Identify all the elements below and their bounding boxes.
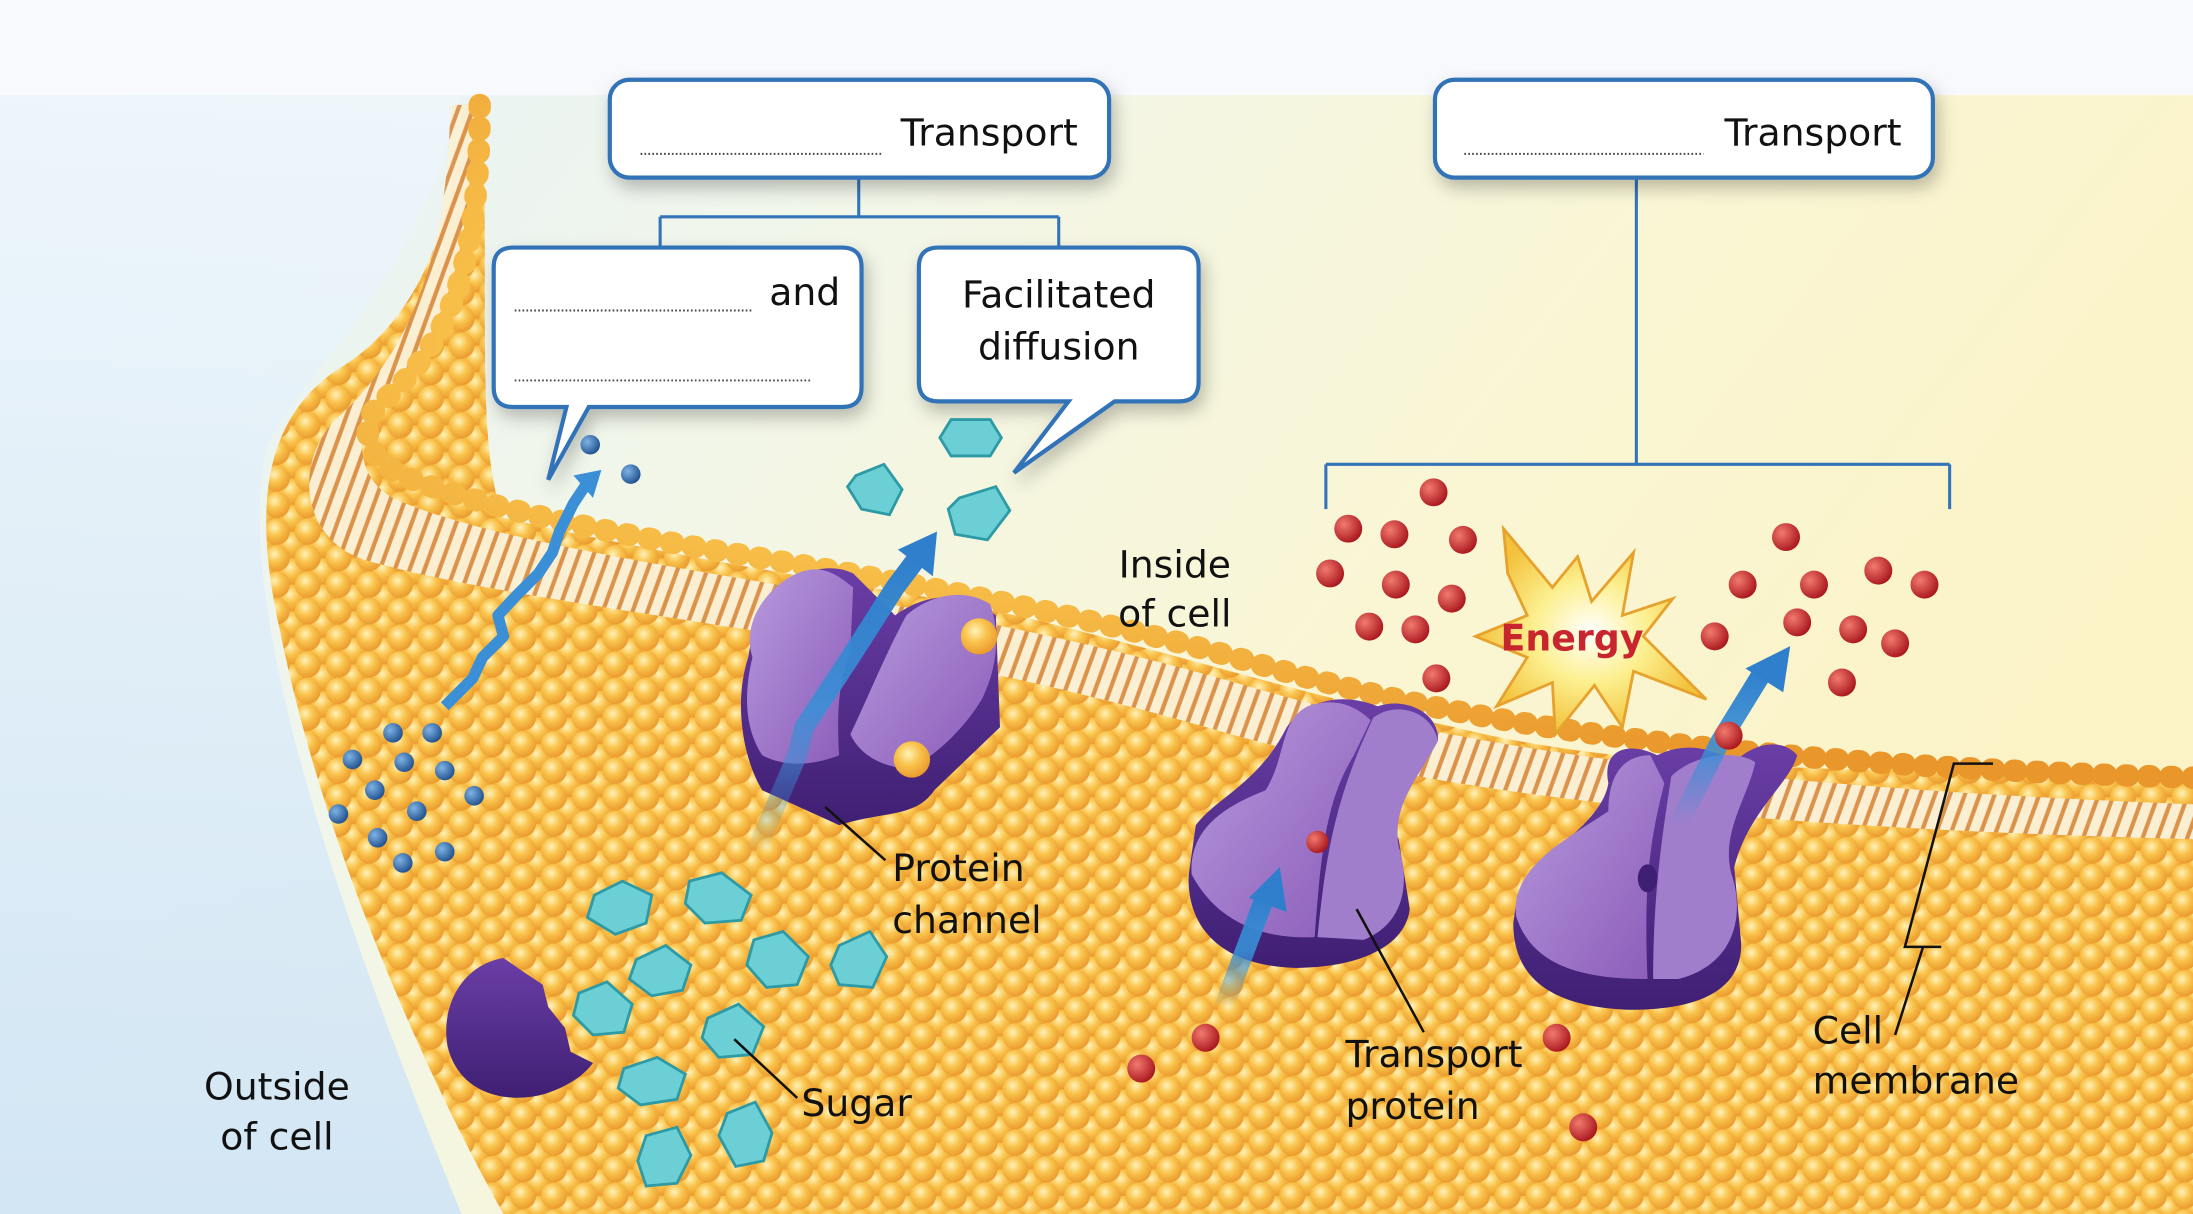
cell-membrane-bracket	[1893, 762, 1994, 1036]
label-cell-membrane: Cell membrane	[1813, 1008, 2020, 1102]
bilayer-top-heads	[356, 93, 2193, 789]
label-transport-protein-line-1: Transport	[1344, 1032, 1522, 1076]
transport-protein-1	[1188, 699, 1438, 968]
transport-arrow-2-head	[1745, 646, 1791, 693]
leader-transport-protein	[1355, 908, 1425, 1033]
small-molecules-inside	[580, 434, 641, 484]
passive-transport-title: Transport	[900, 110, 1078, 154]
bilayer-tail-band	[309, 104, 2193, 840]
small-molecules-outside	[328, 723, 484, 873]
ions-inside-left	[1316, 478, 1477, 693]
facilitated-diffusion-bubble	[916, 245, 1201, 475]
label-protein-channel: Protein channel	[892, 846, 1041, 942]
background-outside-region	[0, 95, 462, 1214]
label-transport-protein: Transport protein	[1344, 1032, 1522, 1128]
label-cell-membrane-line-2: membrane	[1813, 1059, 2020, 1103]
energy-label: Energy	[1501, 616, 1644, 659]
label-sugar: Sugar	[801, 1081, 912, 1125]
connector-active-tree	[1324, 179, 1952, 510]
label-outside-line-2: of cell	[220, 1115, 333, 1159]
diffusion-arrow-head	[573, 469, 602, 498]
label-inside-of-cell: Inside of cell	[1118, 543, 1231, 636]
ion-in-transit	[1714, 721, 1743, 750]
label-cell-membrane-line-1: Cell	[1813, 1008, 1884, 1052]
ions-inside-right	[1700, 523, 1939, 697]
ions-outside	[1127, 1023, 1598, 1142]
head-bead	[893, 741, 931, 778]
label-inside-line-2: of cell	[1118, 592, 1231, 636]
sugar-flow-arrow-head	[897, 531, 938, 577]
label-transport-protein-line-2: protein	[1345, 1084, 1479, 1128]
head-bead	[960, 618, 998, 655]
transport-arrow-1	[1214, 891, 1275, 1011]
label-protein-channel-line-1: Protein	[892, 846, 1024, 890]
sugar-flow-arrow	[746, 553, 924, 858]
leader-sugar	[733, 1038, 799, 1099]
transport-arrow-1-head	[1248, 867, 1287, 912]
bubble-and-word: and	[769, 270, 840, 314]
active-transport-title: Transport	[1723, 110, 1901, 154]
label-outside-line-1: Outside	[204, 1064, 350, 1108]
protein-channel	[740, 568, 1000, 826]
energy-burst-icon	[1471, 524, 1708, 739]
label-protein-channel-line-2: channel	[892, 898, 1041, 942]
facilitated-line-2: diffusion	[978, 324, 1140, 368]
connector-passive-tree	[658, 179, 1061, 247]
diffusion-and-osmosis-bubble	[491, 245, 864, 481]
leader-protein-channel	[824, 806, 887, 862]
diffusion-arrow	[440, 479, 593, 711]
vesicle	[446, 958, 594, 1098]
facilitated-line-1: Facilitated	[962, 273, 1156, 317]
label-inside-line-1: Inside	[1119, 543, 1231, 587]
label-outside-of-cell: Outside of cell	[204, 1064, 350, 1158]
